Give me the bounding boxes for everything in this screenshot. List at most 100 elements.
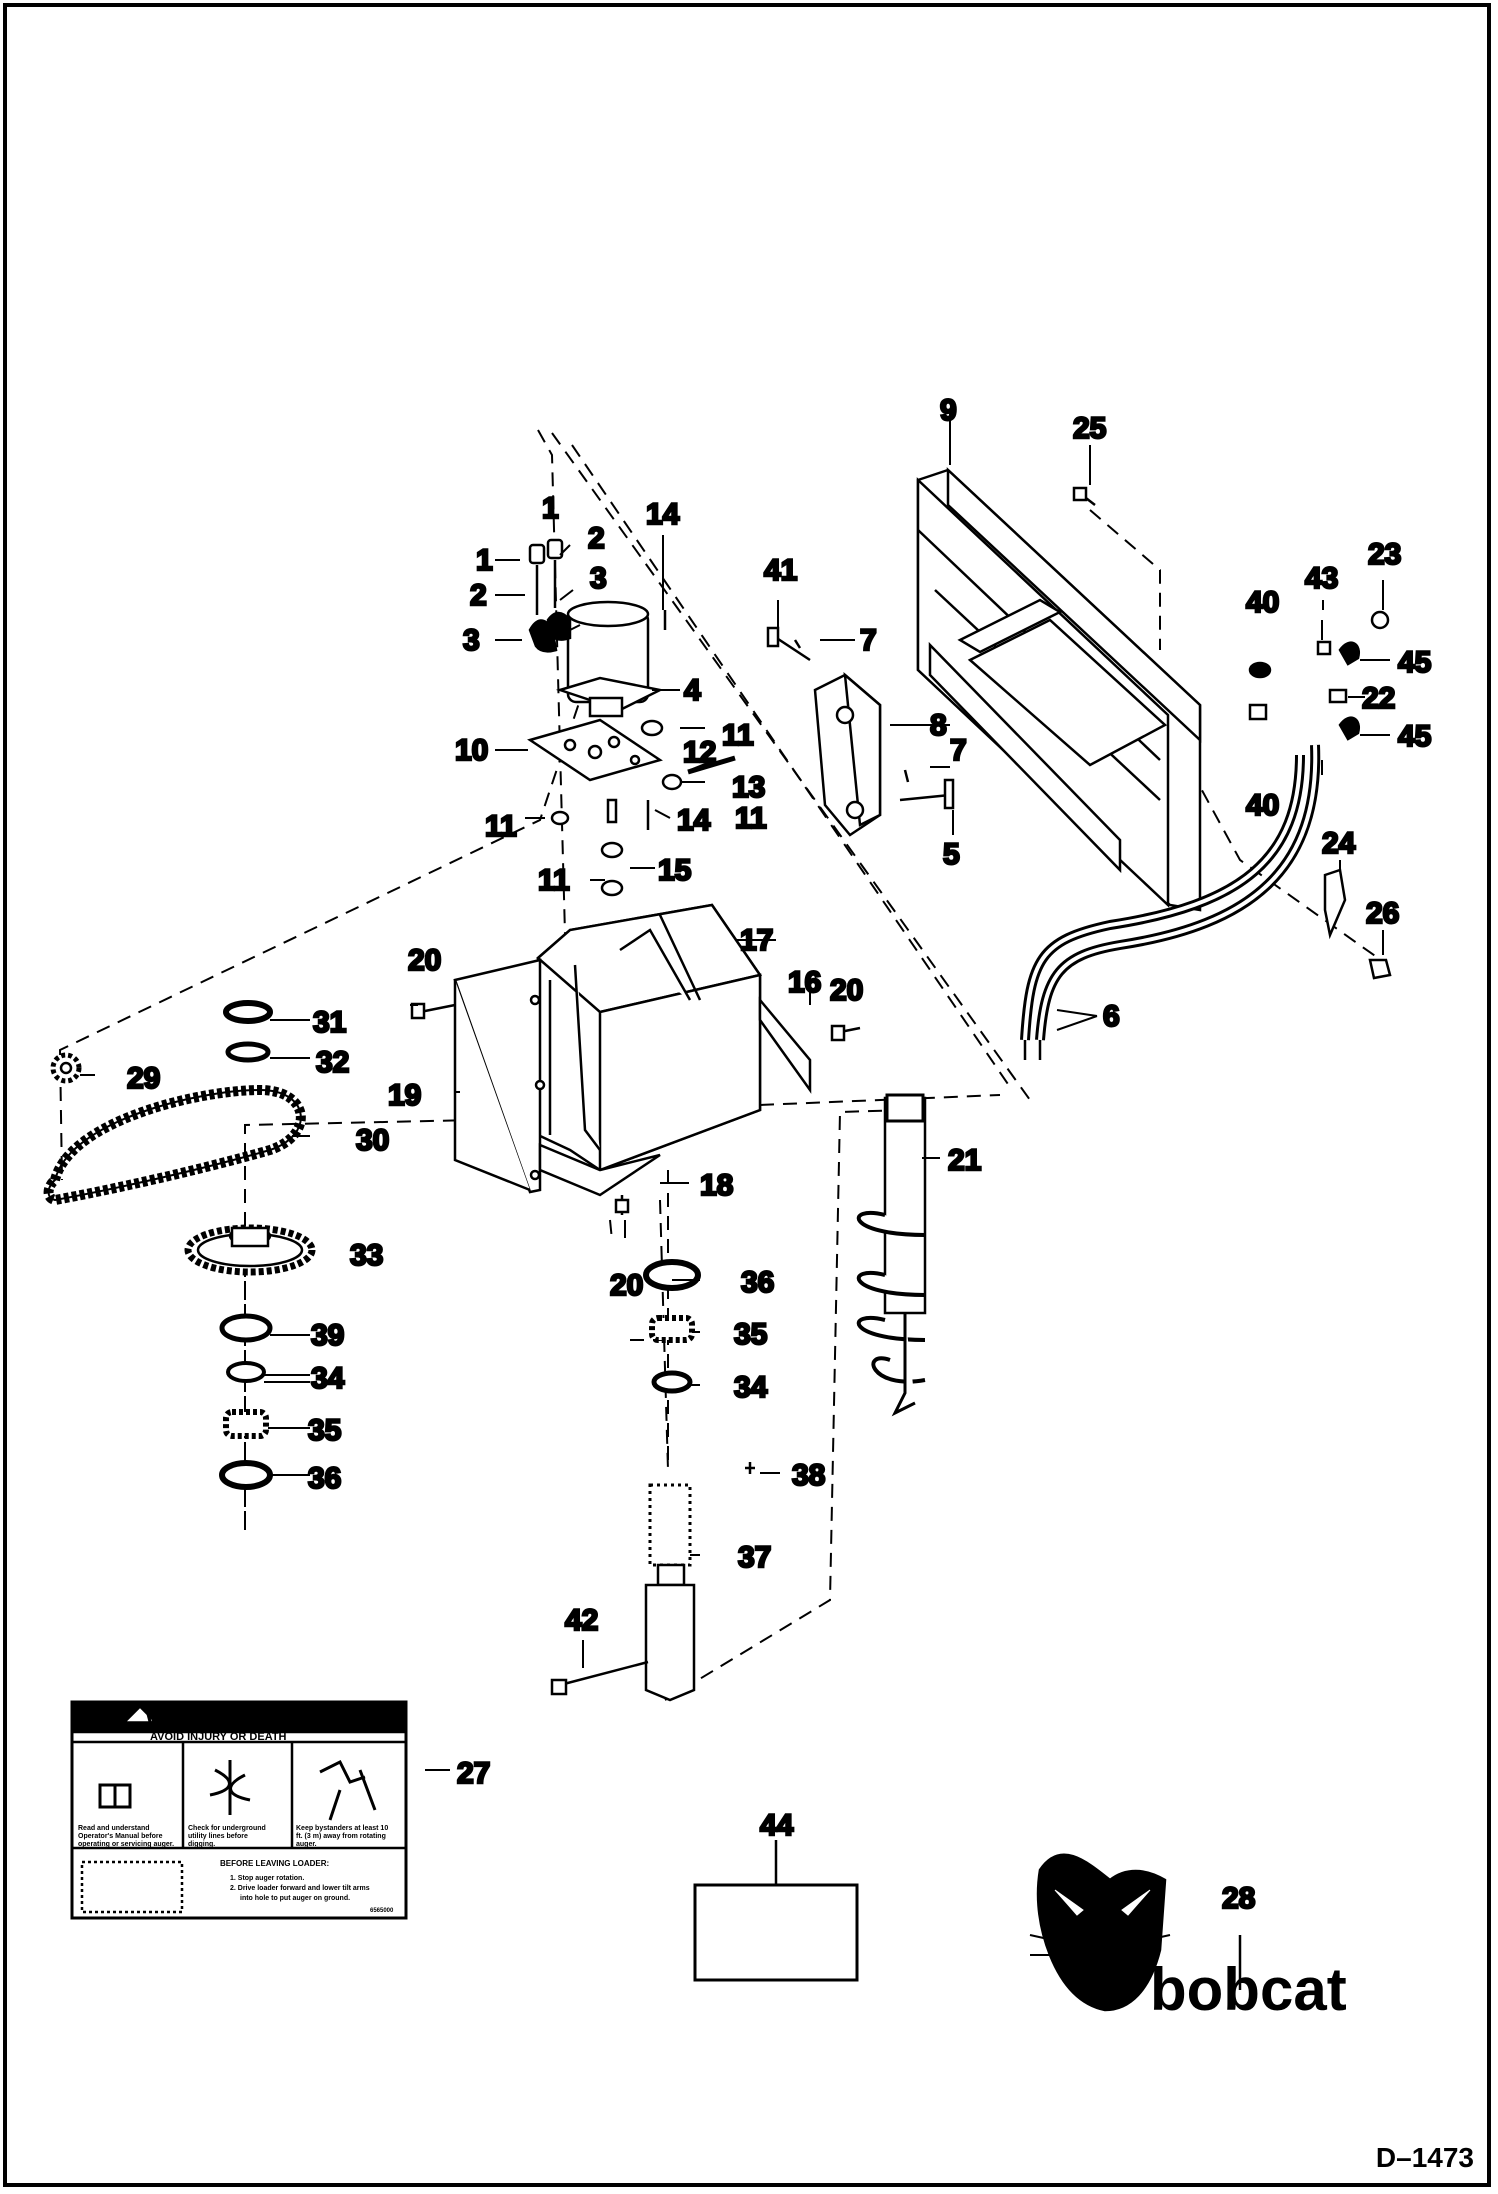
hose-fittings: [528, 538, 572, 653]
callout-11: 11: [485, 810, 517, 843]
callout-19: 19: [388, 1079, 421, 1112]
callout-42: 42: [565, 1604, 598, 1637]
callout-2: 2: [588, 522, 605, 555]
callout-17: 17: [740, 924, 773, 957]
callout-7: 7: [950, 734, 967, 767]
panel1-line1: Read and understand: [78, 1825, 150, 1832]
callout-13: 13: [732, 771, 765, 804]
callout-23: 23: [1368, 538, 1401, 571]
callout-21: 21: [948, 1144, 981, 1177]
callout-7: 7: [860, 624, 877, 657]
callout-9: 9: [940, 394, 957, 427]
panel2-line1: Check for underground: [188, 1825, 266, 1832]
callout-28: 28: [1222, 1882, 1255, 1915]
callout-6: 6: [1103, 1000, 1120, 1033]
callout-44: 44: [760, 1809, 794, 1842]
housing-bolts: [410, 1002, 861, 1215]
bobcat-logo-text: bobcat: [1150, 1956, 1347, 2023]
callout-numbers: 1 1 2 2 3 3 4 5 6 7 7 8 9 10 11 11 11 11…: [126, 393, 1433, 1917]
callout-3: 3: [463, 624, 480, 657]
callout-11: 11: [735, 802, 767, 835]
callout-16: 16: [788, 966, 821, 999]
callout-26: 26: [1366, 897, 1399, 930]
callout-8: 8: [930, 709, 947, 742]
callout-25: 25: [1073, 412, 1106, 445]
warning-subtitle: AVOID INJURY OR DEATH: [150, 1731, 287, 1743]
callout-30: 30: [356, 1124, 389, 1157]
callout-4: 4: [684, 674, 701, 707]
callout-35: 35: [308, 1414, 341, 1447]
panel2-line3: digging.: [188, 1841, 215, 1848]
callout-31: 31: [313, 1006, 346, 1039]
hydraulic-motor: [555, 600, 664, 718]
motor-plate: [527, 610, 736, 897]
callout-1: 1: [542, 492, 559, 525]
panel3-line2: ft. (3 m) away from rotating: [296, 1833, 386, 1840]
mounting-frame: [916, 467, 1202, 912]
auger-bit: [856, 1093, 927, 1417]
gear-housing: [453, 903, 812, 1197]
warning-decal: WARNING AVOID INJURY OR DEATH Read and u…: [78, 1704, 394, 1914]
callout-36: 36: [741, 1266, 774, 1299]
leaving-step-1: 1. Stop auger rotation.: [230, 1875, 304, 1882]
warning-title: WARNING: [145, 1704, 261, 1731]
callout-5: 5: [943, 838, 960, 871]
panel2-line2: utility lines before: [188, 1833, 248, 1840]
callout-20: 20: [408, 944, 441, 977]
callout-45: 45: [1398, 646, 1431, 679]
callout-41: 41: [764, 554, 797, 587]
hydraulic-hoses: [1020, 610, 1392, 1060]
stack-bearings-left: [184, 1000, 316, 1490]
drawing-code: D–1473: [1375, 2142, 1474, 2173]
callout-20: 20: [830, 974, 863, 1007]
callout-39: 39: [311, 1319, 344, 1352]
callout-29: 29: [127, 1062, 160, 1095]
callout-11: 11: [538, 864, 570, 897]
callout-33: 33: [350, 1239, 383, 1272]
bobcat-logo: [1029, 1853, 1242, 2012]
callout-20: 20: [610, 1269, 643, 1302]
drive-shaft: [550, 1462, 755, 1702]
callout-35: 35: [734, 1318, 767, 1351]
callout-11: 11: [722, 719, 754, 752]
decal-part-number: 6565000: [370, 1908, 394, 1914]
panel1-line2: Operator's Manual before: [78, 1833, 163, 1840]
callout-2: 2: [470, 579, 487, 612]
callout-12: 12: [683, 736, 716, 769]
callout-22: 22: [1362, 682, 1395, 715]
small-sprocket: [50, 1052, 82, 1084]
callout-40: 40: [1246, 586, 1279, 619]
panel3-line1: Keep bystanders at least 10: [296, 1825, 388, 1832]
leaving-step-3: into hole to put auger on ground.: [240, 1895, 350, 1902]
callout-34: 34: [311, 1362, 345, 1395]
leader-lines: [80, 410, 1390, 1771]
callout-32: 32: [316, 1046, 349, 1079]
callout-45: 45: [1398, 720, 1431, 753]
callout-38: 38: [792, 1459, 825, 1492]
panel3-line3: auger.: [296, 1841, 317, 1848]
callout-27: 27: [457, 1757, 490, 1790]
page-frame: [3, 3, 1491, 2187]
callout-1: 1: [476, 544, 493, 577]
callout-36: 36: [308, 1462, 341, 1495]
callout-14: 14: [646, 498, 680, 531]
callout-3: 3: [590, 562, 607, 595]
callout-18: 18: [700, 1169, 733, 1202]
decal-placeholder-box: [693, 1883, 859, 1982]
callout-14: 14: [677, 804, 711, 837]
panel1-line3: operating or servicing auger.: [78, 1841, 174, 1848]
callout-40: 40: [1246, 789, 1279, 822]
leaving-title: BEFORE LEAVING LOADER:: [220, 1859, 329, 1868]
warning-decal-outline: [70, 1700, 408, 1920]
pins-and-bolts: [766, 486, 1096, 810]
drive-chain: [43, 1084, 306, 1206]
callout-43: 43: [1305, 562, 1338, 595]
callout-34: 34: [734, 1371, 768, 1404]
leaving-step-2: 2. Drive loader forward and lower tilt a…: [230, 1885, 370, 1892]
callout-15: 15: [658, 854, 691, 887]
mount-bracket: [813, 672, 882, 837]
callout-37: 37: [738, 1541, 771, 1574]
callout-10: 10: [455, 734, 488, 767]
stack-bearings-right: [643, 1259, 701, 1394]
